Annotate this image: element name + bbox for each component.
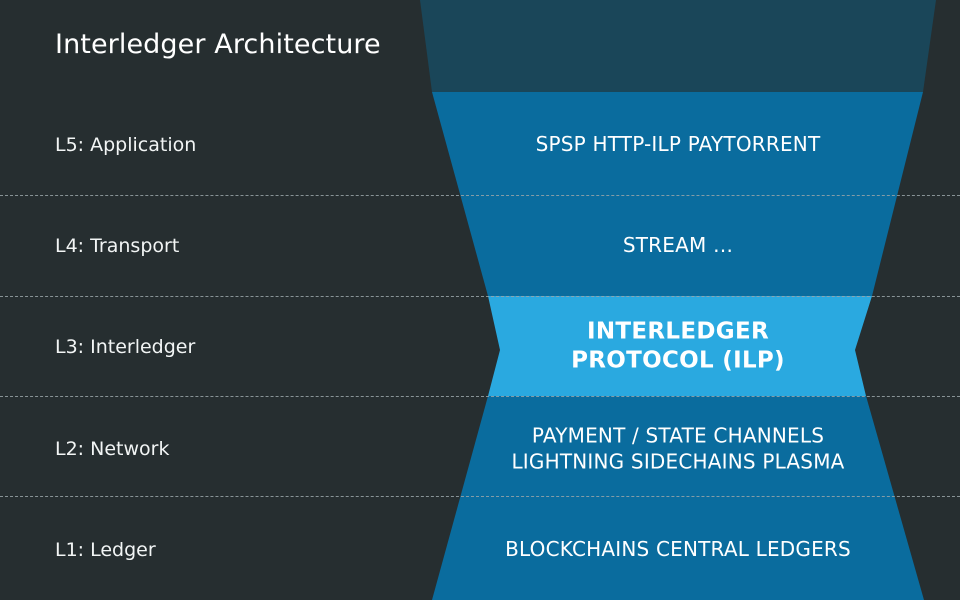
- layer-content-l5-line-1: SPSP HTTP-ILP PAYTORRENT: [535, 132, 821, 157]
- layer-label-l2: L2: Network: [55, 438, 170, 460]
- page-title: Interledger Architecture: [55, 29, 381, 60]
- layer-label-l1: L1: Ledger: [55, 539, 156, 561]
- lower-layers-band-shape: [432, 396, 924, 600]
- row-divider-3: [0, 396, 960, 397]
- upper-layers-band-shape: [432, 92, 923, 296]
- row-divider-1: [0, 195, 960, 196]
- layer-content-l3: INTERLEDGER PROTOCOL (ILP): [571, 318, 785, 377]
- layer-content-l2-line-1: PAYMENT / STATE CHANNELS: [531, 423, 825, 448]
- layer-label-l3: L3: Interledger: [55, 336, 196, 358]
- row-divider-4: [0, 496, 960, 497]
- layer-content-l4-line-1: STREAM …: [622, 233, 734, 258]
- layer-content-l1: BLOCKCHAINS CENTRAL LEDGERS: [505, 537, 851, 563]
- layer-label-l5: L5: Application: [55, 134, 197, 156]
- layer-content-l1-line-1: BLOCKCHAINS CENTRAL LEDGERS: [505, 537, 851, 562]
- layer-content-l5: SPSP HTTP-ILP PAYTORRENT: [536, 132, 821, 158]
- layer-content-l2-line-2: LIGHTNING SIDECHAINS PLASMA: [511, 449, 845, 473]
- row-divider-2: [0, 296, 960, 297]
- interledger-band-shape: [488, 296, 872, 396]
- layer-content-l3-line-2: PROTOCOL (ILP): [571, 348, 785, 374]
- header-band-shape: [420, 0, 936, 92]
- layer-content-l2: PAYMENT / STATE CHANNELS LIGHTNING SIDEC…: [511, 423, 844, 474]
- layer-content-l3-line-1: INTERLEDGER: [587, 318, 769, 345]
- layer-content-l4: STREAM …: [623, 233, 733, 259]
- layer-label-l4: L4: Transport: [55, 235, 180, 257]
